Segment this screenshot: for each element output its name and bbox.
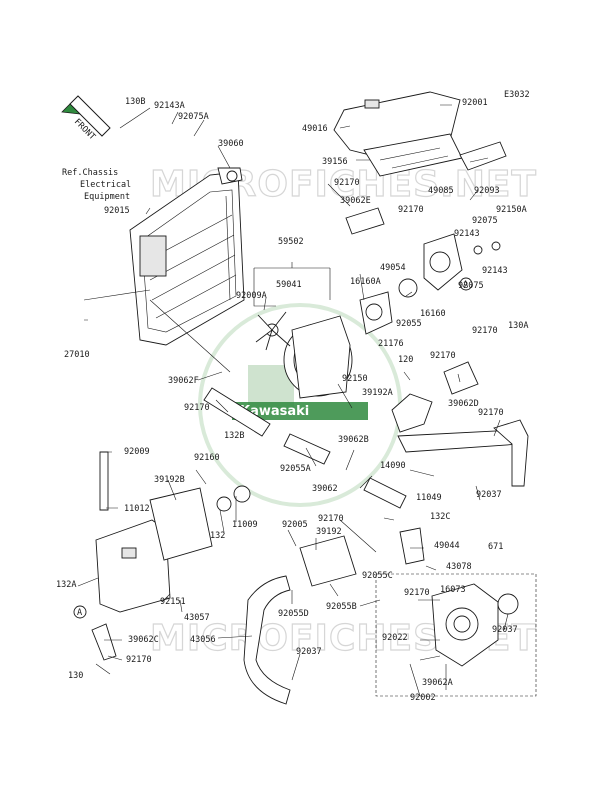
part-label: 92055A bbox=[280, 464, 311, 474]
part-label: 92015 bbox=[104, 206, 130, 216]
part-label: 132 bbox=[210, 531, 225, 541]
part-label: 92160 bbox=[194, 453, 220, 463]
part-label: 16160 bbox=[420, 309, 446, 319]
part-label: 92037 bbox=[296, 647, 322, 657]
part-label: 49085 bbox=[428, 186, 454, 196]
part-label: 92151 bbox=[160, 597, 186, 607]
part-label: 92055B bbox=[326, 602, 357, 612]
fan-assembly-drawing bbox=[255, 311, 353, 399]
part-label: 92075A bbox=[178, 112, 209, 122]
part-label: 92037 bbox=[492, 625, 518, 635]
part-label: 130A bbox=[508, 321, 528, 331]
leader-lines bbox=[77, 104, 509, 697]
part-label: 39062F bbox=[168, 376, 199, 386]
part-label: 39156 bbox=[322, 157, 348, 167]
part-label: 49044 bbox=[434, 541, 460, 551]
part-label: 11049 bbox=[416, 493, 442, 503]
part-label: 16160A bbox=[350, 277, 381, 287]
part-label: 59502 bbox=[278, 237, 304, 247]
part-label: 92170 bbox=[404, 588, 430, 598]
part-labels: 130B 92143A 92075A 92001 49016 39060 391… bbox=[56, 97, 528, 703]
part-label: 92075 bbox=[472, 216, 498, 226]
part-label: 49016 bbox=[302, 124, 328, 134]
part-label: 39062A bbox=[422, 678, 453, 688]
part-label: 39192A bbox=[362, 388, 393, 398]
part-label: 92170 bbox=[430, 351, 456, 361]
part-label: 27010 bbox=[64, 350, 90, 360]
part-label: 39062C bbox=[128, 635, 159, 645]
svg-text:A: A bbox=[77, 608, 82, 618]
part-label: 92009A bbox=[236, 291, 267, 301]
part-label: 92170 bbox=[472, 326, 498, 336]
water-pump-drawing bbox=[299, 527, 537, 697]
part-label: 92170 bbox=[334, 178, 360, 188]
part-label: 43078 bbox=[446, 562, 472, 572]
part-label: 11009 bbox=[232, 520, 258, 530]
part-label: 92055C bbox=[362, 571, 393, 581]
part-label: 92170 bbox=[478, 408, 504, 418]
part-label: 92022 bbox=[382, 633, 408, 643]
part-label: 92170 bbox=[126, 655, 152, 665]
part-label: 43057 bbox=[184, 613, 210, 623]
part-label: 132A bbox=[56, 580, 76, 590]
part-label: 671 bbox=[488, 542, 503, 552]
part-label: 92150 bbox=[342, 374, 368, 384]
reservoir-tank-drawing bbox=[95, 485, 251, 613]
part-label: 132C bbox=[430, 512, 450, 522]
cover-49016-drawing bbox=[333, 91, 507, 177]
svg-text:A: A bbox=[463, 280, 468, 290]
callout-a-top: A bbox=[459, 277, 473, 291]
diagram-code: E3032 bbox=[504, 90, 530, 100]
ref-note-line-3: Equipment bbox=[84, 192, 130, 202]
part-label: 39062B bbox=[338, 435, 369, 445]
part-label: 130B bbox=[125, 97, 145, 107]
part-label: 92002 bbox=[410, 693, 436, 703]
brand-text: Kawasaki bbox=[240, 404, 309, 419]
part-label: 16073 bbox=[440, 585, 466, 595]
part-label: 92143 bbox=[454, 229, 480, 239]
part-label: 49054 bbox=[380, 263, 406, 273]
part-label: 39060 bbox=[218, 139, 244, 149]
part-label: 92170 bbox=[398, 205, 424, 215]
part-label: 92055 bbox=[396, 319, 422, 329]
part-label: 39192B bbox=[154, 475, 185, 485]
part-label: 92143 bbox=[482, 266, 508, 276]
callout-a-left: A bbox=[73, 605, 87, 619]
part-label: 43056 bbox=[190, 635, 216, 645]
part-label: 92150A bbox=[496, 205, 527, 215]
part-label: 39062D bbox=[448, 399, 479, 409]
thermostat-drawing bbox=[359, 233, 501, 335]
part-label: 39062 bbox=[312, 484, 338, 494]
part-label: 92170 bbox=[318, 514, 344, 524]
part-label: 92037 bbox=[476, 490, 502, 500]
part-label: 92009 bbox=[124, 447, 150, 457]
hoses-drawing bbox=[91, 207, 529, 705]
part-label: 92055D bbox=[278, 609, 309, 619]
part-label: 92005 bbox=[282, 520, 308, 530]
part-label: 14090 bbox=[380, 461, 406, 471]
part-label: 132B bbox=[224, 431, 244, 441]
part-label: 59041 bbox=[276, 280, 302, 290]
part-label: 92143A bbox=[154, 101, 185, 111]
part-label: 130 bbox=[68, 671, 83, 681]
part-label: 39192 bbox=[316, 527, 342, 537]
part-label: 92075 bbox=[458, 281, 484, 291]
part-label: 120 bbox=[398, 355, 413, 365]
front-arrow: FRONT bbox=[61, 95, 111, 142]
radiator-drawing bbox=[129, 167, 245, 346]
part-label: 39062E bbox=[340, 196, 371, 206]
ref-note-line-1: Ref.Chassis bbox=[62, 168, 118, 178]
part-label: 92093 bbox=[474, 186, 500, 196]
part-label: 11012 bbox=[124, 504, 150, 514]
part-label: 92170 bbox=[184, 403, 210, 413]
part-label: 21176 bbox=[378, 339, 404, 349]
brand-badge bbox=[232, 402, 368, 420]
ref-note-line-2: Electrical bbox=[80, 180, 131, 190]
part-label: 92001 bbox=[462, 98, 488, 108]
